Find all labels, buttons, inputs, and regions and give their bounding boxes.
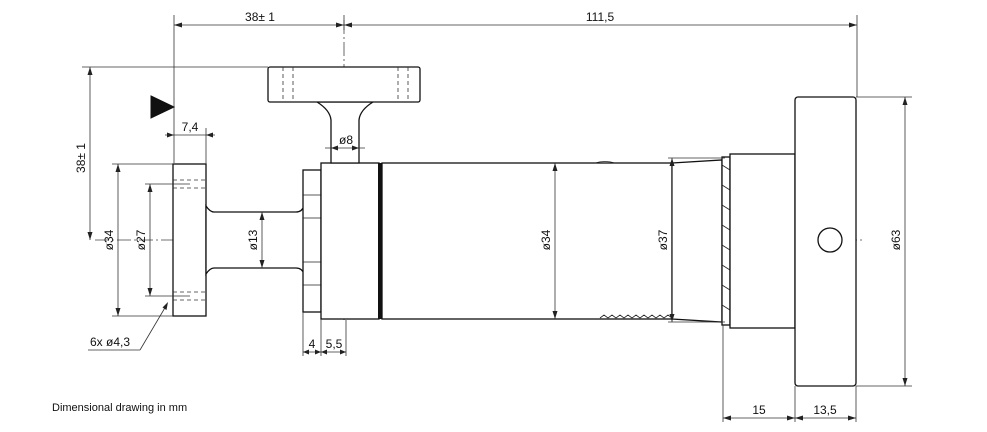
coupling-nut bbox=[302, 169, 322, 313]
handwheel bbox=[267, 66, 421, 103]
left-flange bbox=[172, 163, 207, 317]
dim-body-diameter: ø34 bbox=[539, 229, 553, 250]
dim-port-bore-diameter: ø13 bbox=[246, 229, 260, 250]
dim-overall-length: 111,5 bbox=[586, 10, 615, 24]
dim-top-width: 38± 1 bbox=[245, 10, 275, 24]
main-body bbox=[381, 162, 673, 320]
dim-sleeve-diameter: ø37 bbox=[656, 229, 670, 250]
cap-hole bbox=[817, 227, 843, 253]
dim-holes: 6x ø4,3 bbox=[90, 335, 130, 349]
dim-flange-outer-diameter: ø34 bbox=[102, 229, 116, 250]
dim-height-to-handle: 38± 1 bbox=[74, 143, 88, 173]
caption: Dimensional drawing in mm bbox=[52, 402, 187, 414]
thread-marks bbox=[599, 314, 681, 319]
dim-cap-length: 13,5 bbox=[813, 403, 837, 417]
knurled-ring bbox=[721, 156, 731, 326]
dim-cap-diameter: ø63 bbox=[889, 229, 903, 250]
dim-stem-diameter: ø8 bbox=[339, 133, 353, 147]
body-collar bbox=[378, 163, 382, 319]
dim-sleeve-length: 15 bbox=[752, 403, 766, 417]
dim-nut-offset: 5,5 bbox=[326, 337, 343, 351]
cap-collar bbox=[729, 153, 796, 329]
dim-bolt-circle-diameter: ø27 bbox=[134, 229, 148, 250]
sleeve bbox=[671, 159, 723, 323]
valve-block bbox=[320, 162, 380, 320]
datum-triangle-icon bbox=[150, 95, 176, 119]
dim-flange-thickness: 7,4 bbox=[182, 120, 199, 134]
dim-nut-width: 4 bbox=[309, 337, 316, 351]
